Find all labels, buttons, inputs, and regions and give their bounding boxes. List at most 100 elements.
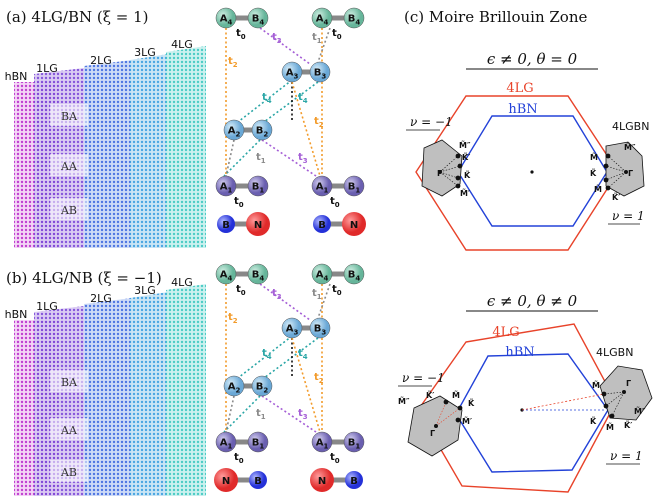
layer-4lg — [166, 284, 206, 496]
atom-b — [217, 215, 235, 233]
label-4lg: 4LG — [492, 325, 519, 340]
atom-label-a3: A3 — [286, 324, 299, 337]
atom-label-b: B — [222, 220, 230, 231]
atom-label-b: B — [254, 476, 262, 487]
atom-b1 — [247, 175, 269, 197]
point-m: M̃ — [592, 380, 600, 390]
hopping-t2 — [291, 337, 321, 433]
atom-a4 — [215, 7, 237, 29]
atom-b2 — [251, 119, 273, 141]
point-m: M̃ — [590, 152, 598, 162]
atom-b3 — [309, 317, 331, 339]
layer-label-hbn: hBN — [5, 308, 28, 321]
atom-a4 — [311, 263, 333, 285]
atom-a1 — [311, 431, 333, 453]
atom-n — [310, 468, 334, 492]
point-m1: M̃′ — [460, 188, 470, 198]
hopping-t3 — [259, 283, 311, 321]
point-gamma: Γ̃ — [628, 168, 633, 178]
atom-a2 — [223, 375, 245, 397]
hopping-label-t4: t4 — [262, 92, 272, 105]
mini-bz-left — [421, 139, 463, 197]
point-k1: K̃′ — [624, 420, 632, 430]
hopping-t1 — [225, 395, 235, 433]
stacking-label-aa: AA — [60, 424, 78, 437]
lattice-stack-a: BA AA AB — [14, 46, 206, 248]
hopping-t4 — [263, 337, 319, 379]
atom-n — [342, 212, 366, 236]
atom-label-b1: B1 — [252, 438, 265, 451]
bz-hbn-hexagon-rotated — [455, 353, 609, 473]
atom-label-n: N — [254, 220, 262, 231]
layer-2lg — [84, 60, 132, 248]
layer-2lg — [84, 298, 132, 496]
point-k: K̃ — [468, 398, 475, 408]
label-4lgbn: 4LGBN — [596, 346, 633, 359]
layer-label-4lg: 4LG — [171, 38, 193, 51]
atom-b4 — [343, 263, 365, 285]
hopping-label-t1: t1 — [256, 408, 266, 421]
stacking-label-ba: BA — [61, 110, 78, 123]
bond — [226, 271, 258, 277]
bond — [226, 15, 258, 21]
layer-label-3lg: 3LG — [134, 284, 156, 297]
bond — [322, 439, 354, 445]
atom-b4 — [247, 263, 269, 285]
bond — [234, 127, 262, 133]
bond — [322, 15, 354, 21]
hopping-label-t1: t1 — [256, 152, 266, 165]
atom-b1 — [247, 431, 269, 453]
label-hbn: hBN — [505, 345, 534, 360]
bn-bond — [322, 221, 354, 227]
atom-label-a1: A1 — [220, 182, 233, 195]
atom-b1 — [343, 175, 365, 197]
condition-top: ϵ ≠ 0, θ = 0 — [487, 50, 578, 68]
stacking-label-ab: AB — [60, 204, 77, 217]
atom-label-n: N — [350, 220, 358, 231]
bond — [322, 183, 354, 189]
point-k1: K̃′ — [426, 390, 434, 400]
atom-b — [249, 471, 267, 489]
layer-label-hbn: hBN — [5, 70, 28, 83]
layer-label-2lg: 2LG — [90, 54, 112, 67]
atom-a1 — [215, 175, 237, 197]
point-k: K̃ — [590, 168, 597, 178]
atom-label-a4: A4 — [220, 270, 233, 283]
atom-b1 — [343, 431, 365, 453]
hopping-t4 — [223, 139, 261, 177]
atom-label-a2: A2 — [228, 382, 241, 395]
hopping-t2 — [291, 81, 321, 177]
atom-label-a1: A1 — [316, 438, 329, 451]
atom-label-a1: A1 — [220, 438, 233, 451]
hopping-label-t2: t2 — [314, 372, 324, 385]
atom-a3 — [281, 61, 303, 83]
atom-a3 — [281, 317, 303, 339]
atom-a1 — [215, 431, 237, 453]
point-gamma: Γ̃ — [626, 378, 631, 388]
panel-b: (b) 4LG/NB (ξ = −1) BA AA AB hBN 1LG 2LG… — [5, 269, 206, 496]
atom-label-n: N — [222, 476, 230, 487]
valley-label-right: ν = 1 — [610, 449, 643, 463]
point-k: K̃ — [464, 170, 471, 180]
valley-label-right: ν = 1 — [612, 209, 645, 223]
layer-label-2lg: 2LG — [90, 292, 112, 305]
mini-bz-right — [605, 141, 645, 197]
hopping-label-t3: t3 — [298, 152, 308, 165]
label-4lg: 4LG — [506, 81, 533, 96]
bond — [226, 183, 258, 189]
point-m: M̃ — [606, 422, 614, 432]
layer-label-1lg: 1LG — [36, 62, 58, 75]
atom-label-a3: A3 — [286, 68, 299, 81]
atom-label-b4: B4 — [348, 270, 361, 283]
stacking-label-aa: AA — [60, 160, 78, 173]
bn-bond — [322, 477, 354, 483]
bn-bond — [226, 477, 258, 483]
atom-b — [313, 215, 331, 233]
atom-label-b2: B2 — [256, 126, 269, 139]
atom-b4 — [247, 7, 269, 29]
hopping-label-t3: t3 — [272, 288, 282, 301]
valley-label-left: ν = −1 — [402, 371, 445, 385]
layer-label-4lg: 4LG — [171, 276, 193, 289]
